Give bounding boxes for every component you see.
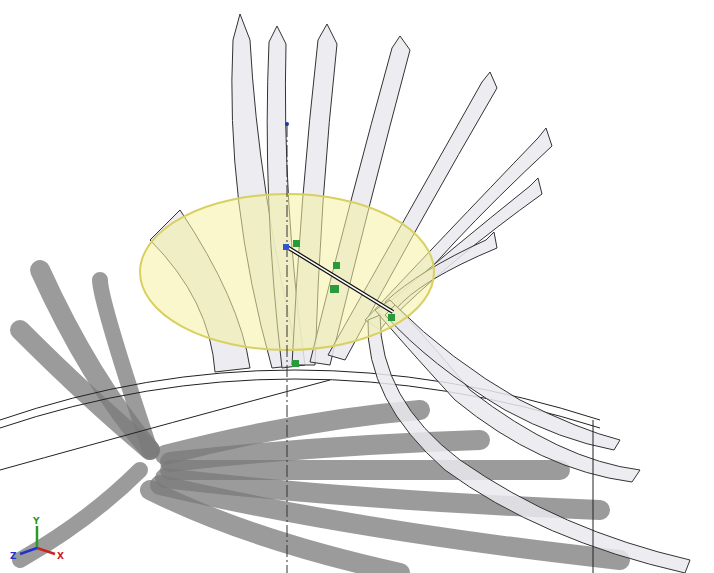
sketch-point: [283, 244, 289, 250]
relation-markers: [292, 240, 395, 367]
axis-point: [285, 122, 289, 126]
axis-label: Z: [10, 552, 17, 561]
sketch-line-inner: [287, 247, 393, 312]
dimension-line: [593, 420, 594, 573]
center-axis: [287, 125, 288, 573]
axis-label: X: [57, 552, 64, 561]
axis-triad: [20, 526, 55, 554]
sketch-line: [287, 247, 393, 312]
axis-label: Y: [33, 517, 40, 526]
